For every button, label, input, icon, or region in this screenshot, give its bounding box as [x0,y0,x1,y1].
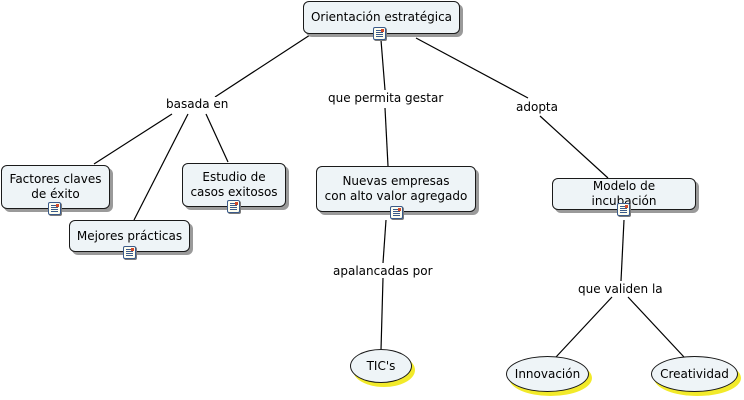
line-root-adopta [415,37,529,99]
document-icon[interactable] [48,202,61,215]
link-adopta: adopta [513,100,561,114]
line-basada-mejores [133,113,189,221]
concept-tics[interactable]: TIC's [350,349,412,383]
link-basada-en: basada en [163,97,232,111]
concept-label: TIC's [366,359,396,373]
line-root-permita [380,39,386,91]
concept-innovacion[interactable]: Innovación [506,356,589,392]
document-icon[interactable] [373,27,386,40]
line-adopta-modelo [539,115,609,179]
line-basada-estudio [205,113,229,163]
line-nuevas-apalancadas [382,219,387,264]
concept-label: Factores claves de éxito [9,172,102,201]
document-icon[interactable] [227,200,240,213]
concept-label: Orientación estratégica [310,10,453,24]
concept-label: Estudio de casos exitosos [190,170,278,199]
concept-label: Creatividad [660,367,729,381]
concept-label: Mejores prácticas [76,228,183,243]
line-permita-nuevas [384,107,389,167]
line-apalancadas-tics [380,277,384,351]
line-root-basada [214,34,311,98]
concept-estudio-casos[interactable]: Estudio de casos exitosos [182,163,286,207]
line-validen-innovacion [555,296,613,358]
link-que-validen-la: que validen la [575,282,666,296]
document-icon[interactable] [617,203,630,216]
concept-label: Innovación [514,367,581,381]
link-apalancadas-por: apalancadas por [330,264,436,278]
line-validen-creatividad [627,296,685,358]
link-que-permita-gestar: que permita gestar [325,91,447,105]
document-icon[interactable] [390,206,403,219]
document-icon[interactable] [123,246,136,259]
concept-creatividad[interactable]: Creatividad [651,356,738,392]
concept-nuevas-empresas[interactable]: Nuevas empresas con alto valor agregado [316,166,476,212]
line-basada-factores [93,113,173,165]
concept-label: Nuevas empresas con alto valor agregado [324,174,468,203]
line-modelo-validen [620,219,625,282]
concept-label: Modelo de incubación [591,179,657,208]
